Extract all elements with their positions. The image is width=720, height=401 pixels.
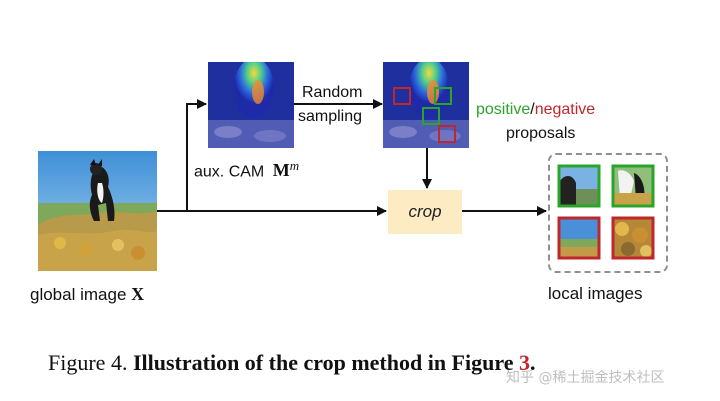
- positive-proposal-box: [434, 87, 452, 105]
- proposals-image: [383, 62, 469, 148]
- aux-cam-superscript: m: [289, 158, 300, 173]
- caption-text: Illustration of the crop method in Figur…: [132, 350, 514, 375]
- positive-proposal-box: [422, 107, 440, 125]
- watermark: 知乎 @稀土掘金技术社区: [506, 370, 665, 386]
- random-label: Random: [302, 84, 363, 101]
- figure-caption: Figure 4. Illustration of the crop metho…: [48, 350, 536, 375]
- caption-ref: 3: [518, 350, 530, 375]
- sampling-label: sampling: [298, 108, 363, 125]
- negative-proposal-box: [438, 125, 456, 143]
- proposals-label: proposals: [506, 125, 576, 142]
- aux-cam-symbol: M: [272, 160, 290, 181]
- local-images-label: local images: [548, 284, 643, 303]
- aux-cam-label: aux. CAM Mm: [194, 158, 300, 181]
- cam-heatmap-image: [208, 62, 294, 148]
- local-images-panel: [548, 153, 668, 273]
- negative-text: negative: [534, 101, 596, 118]
- crop-label: crop: [408, 202, 442, 221]
- local-image-positive-2: [611, 164, 655, 208]
- arrow-global-to-cam: [186, 99, 207, 211]
- local-image-negative-1: [557, 216, 601, 260]
- local-image-negative-2: [611, 216, 655, 260]
- positive-text: positive: [476, 101, 531, 118]
- global-image-symbol: X: [131, 284, 145, 304]
- caption-prefix: Figure 4.: [48, 350, 128, 375]
- negative-proposal-box: [393, 87, 411, 105]
- local-image-positive-1: [557, 164, 601, 208]
- global-image-label: global image X: [30, 284, 145, 304]
- crop-operation-box: crop: [388, 190, 462, 234]
- global-image-dog: [38, 151, 157, 271]
- positive-negative-label: positive/negative: [476, 101, 596, 118]
